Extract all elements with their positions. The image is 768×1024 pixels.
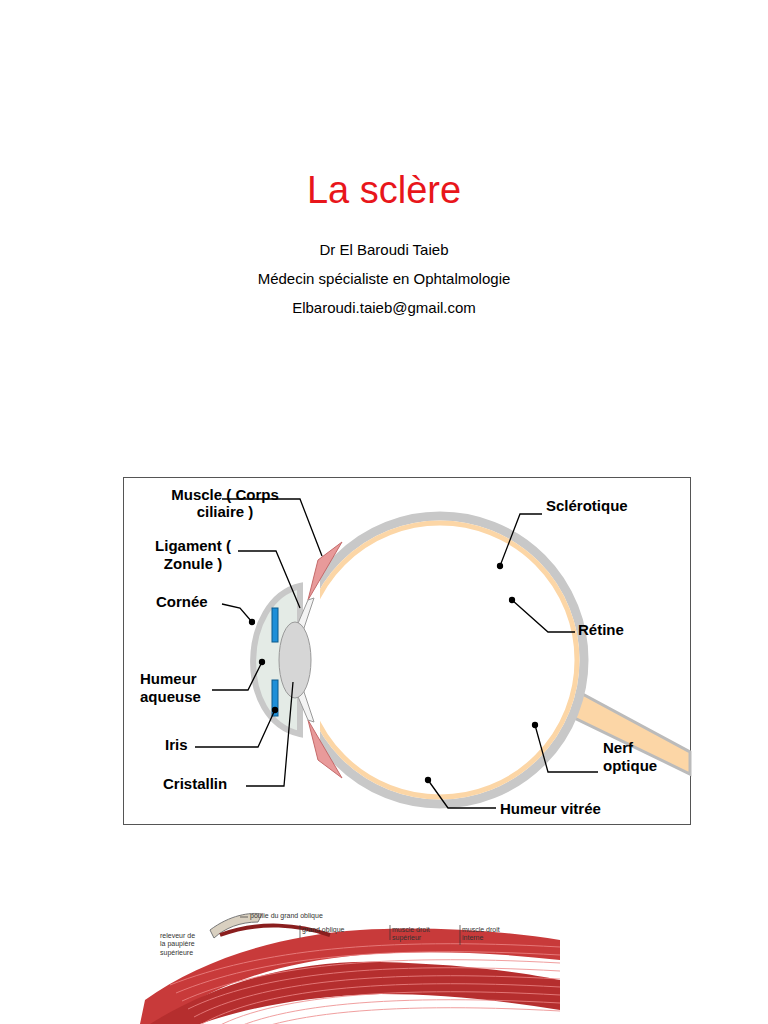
retina [303, 523, 577, 797]
part-label: Iris [165, 736, 205, 754]
part-label: Cornée [156, 593, 226, 611]
muscle-stria [218, 1008, 560, 1024]
muscle-stria [188, 968, 560, 1009]
part-label: Humeur vitrée [500, 800, 630, 818]
muscle-stria [200, 984, 560, 1024]
part-label: Rétine [578, 621, 648, 639]
page-title: La sclère [0, 168, 768, 214]
muscle-label: releveur de la paupière supérieure [160, 932, 202, 957]
muscle-stria [212, 1000, 560, 1024]
sclera [296, 516, 584, 804]
ciliary-muscle [308, 720, 342, 778]
muscle-label: muscle droit supérieur [392, 926, 432, 943]
muscle-stria [182, 960, 560, 1001]
ciliary-muscle [308, 542, 342, 600]
extraocular-muscles [140, 913, 560, 1024]
leader-lines [195, 499, 598, 808]
part-label: Cristallin [163, 775, 253, 793]
muscle-stria [176, 952, 560, 993]
muscle-leader-lines [240, 917, 460, 945]
iris [272, 608, 278, 642]
part-label: Humeur aqueuse [140, 670, 216, 706]
author-role: Médecin spécialiste en Ophtalmologie [0, 270, 768, 288]
part-label: Sclérotique [546, 497, 656, 515]
muscle-label: muscle droit interne [462, 926, 502, 943]
part-label: Nerf optique [603, 739, 678, 775]
part-label: Ligament ( Zonule ) [148, 537, 238, 573]
author-name: Dr El Baroudi Taieb [0, 241, 768, 259]
author-email: Elbaroudi.taieb@gmail.com [0, 299, 768, 317]
figure-frame [124, 478, 691, 825]
part-label: Muscle ( Corps ciliaire ) [150, 486, 300, 521]
muscle-label: poulie du grand oblique [250, 912, 370, 920]
muscle-stria [194, 976, 560, 1017]
iris [272, 680, 278, 716]
lens [279, 622, 311, 698]
muscle-label: grand oblique [302, 926, 362, 934]
